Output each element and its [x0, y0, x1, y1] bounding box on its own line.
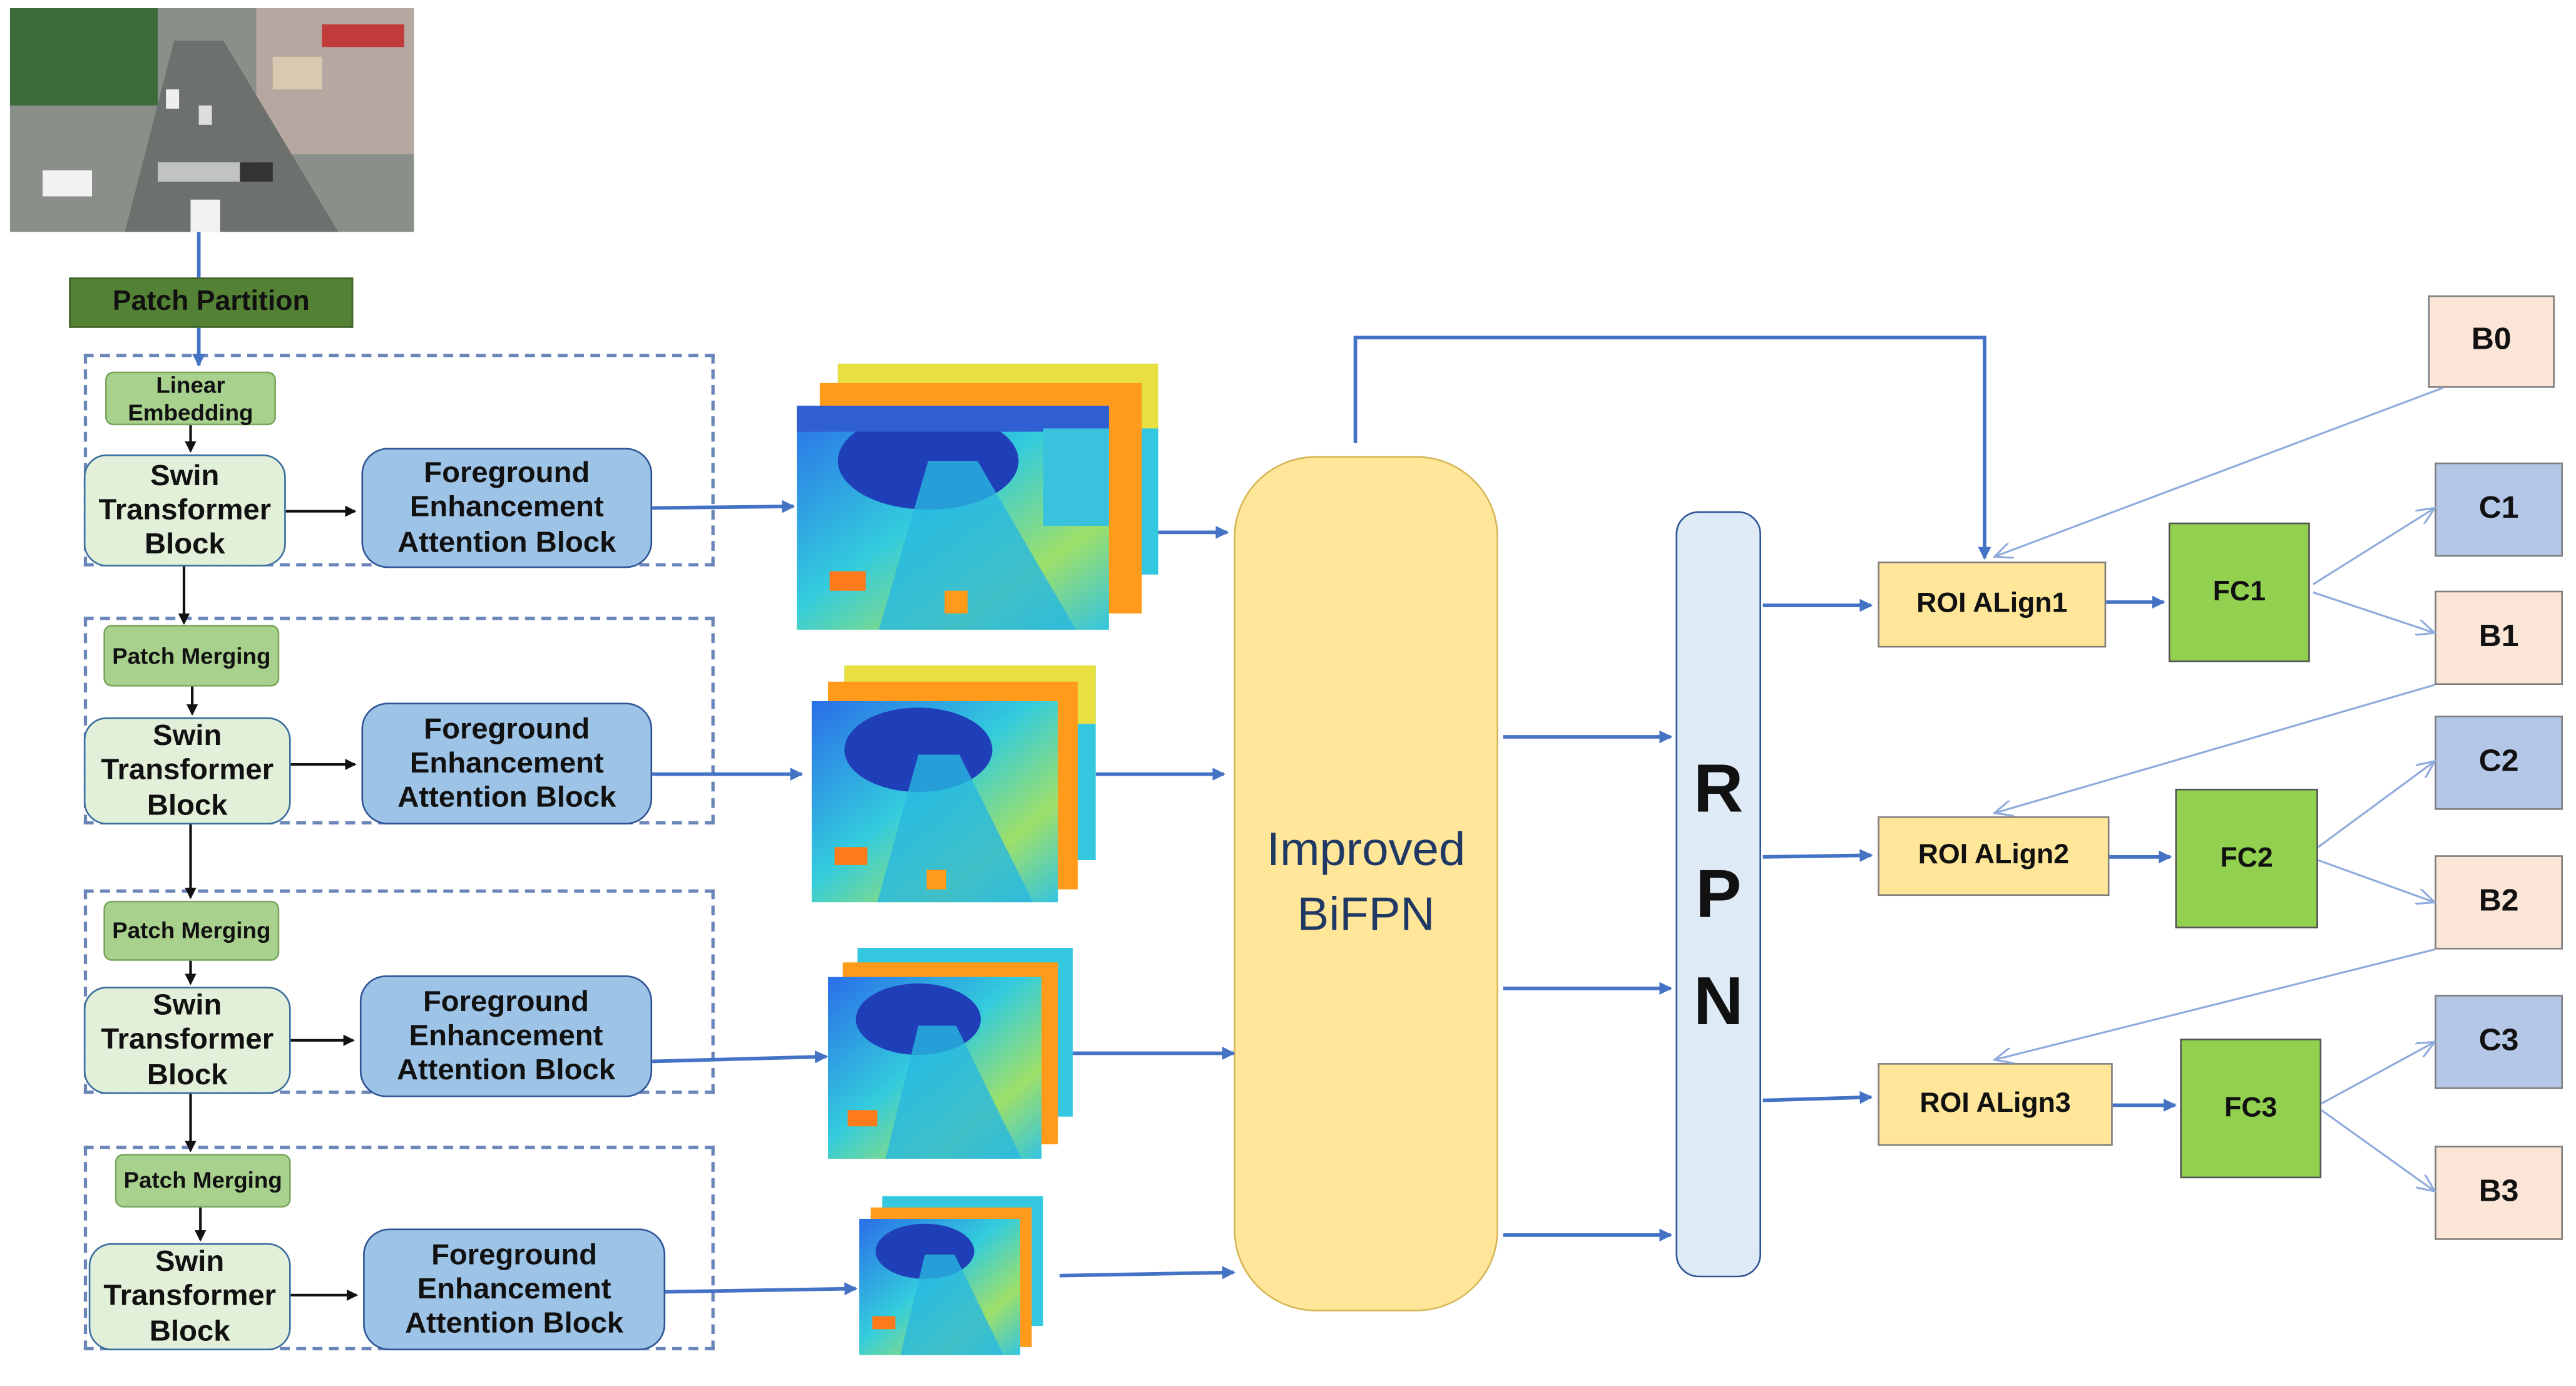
- b1-box: B1: [2435, 590, 2563, 685]
- feature-map-stack-2: [811, 665, 1096, 903]
- swin-block-1: Swin Transformer Block: [83, 454, 286, 567]
- linear-embedding-box: Linear Embedding: [105, 372, 276, 426]
- rpn-block: R P N: [1675, 511, 1761, 1278]
- patch-partition-box: Patch Partition: [69, 277, 354, 328]
- fea-block-4: Foreground Enhancement Attention Block: [363, 1228, 666, 1350]
- fea-block-3: Foreground Enhancement Attention Block: [359, 975, 653, 1097]
- rpn-letter-p: P: [1695, 855, 1742, 932]
- swin-block-2: Swin Transformer Block: [83, 717, 291, 824]
- swin-block-3: Swin Transformer Block: [83, 987, 291, 1094]
- swin-block-4: Swin Transformer Block: [88, 1243, 291, 1350]
- fc1-box: FC1: [2169, 522, 2310, 662]
- input-street-photo: [9, 8, 414, 232]
- feature-map-stack-1: [797, 363, 1158, 632]
- rpn-letter-r: R: [1693, 749, 1744, 826]
- patch-merging-box-2: Patch Merging: [103, 900, 280, 961]
- fc2-box: FC2: [2175, 788, 2318, 928]
- patch-merging-box-3: Patch Merging: [115, 1154, 291, 1208]
- fc3-box: FC3: [2180, 1039, 2322, 1179]
- feature-map-stack-3: [828, 948, 1073, 1159]
- roi-align-1: ROI ALign1: [1878, 562, 2107, 648]
- improved-bifpn-block: Improved BiFPN: [1234, 456, 1498, 1312]
- rpn-letter-n: N: [1693, 962, 1744, 1039]
- b0-box: B0: [2428, 295, 2555, 388]
- roi-align-2: ROI ALign2: [1878, 816, 2110, 896]
- fea-block-1: Foreground Enhancement Attention Block: [361, 448, 653, 568]
- c2-box: C2: [2435, 716, 2563, 810]
- feature-map-stack-4: [859, 1196, 1043, 1355]
- patch-merging-box-1: Patch Merging: [103, 625, 280, 687]
- c1-box: C1: [2435, 462, 2563, 557]
- fea-block-2: Foreground Enhancement Attention Block: [361, 702, 653, 824]
- b3-box: B3: [2435, 1146, 2563, 1240]
- roi-align-3: ROI ALign3: [1878, 1063, 2113, 1146]
